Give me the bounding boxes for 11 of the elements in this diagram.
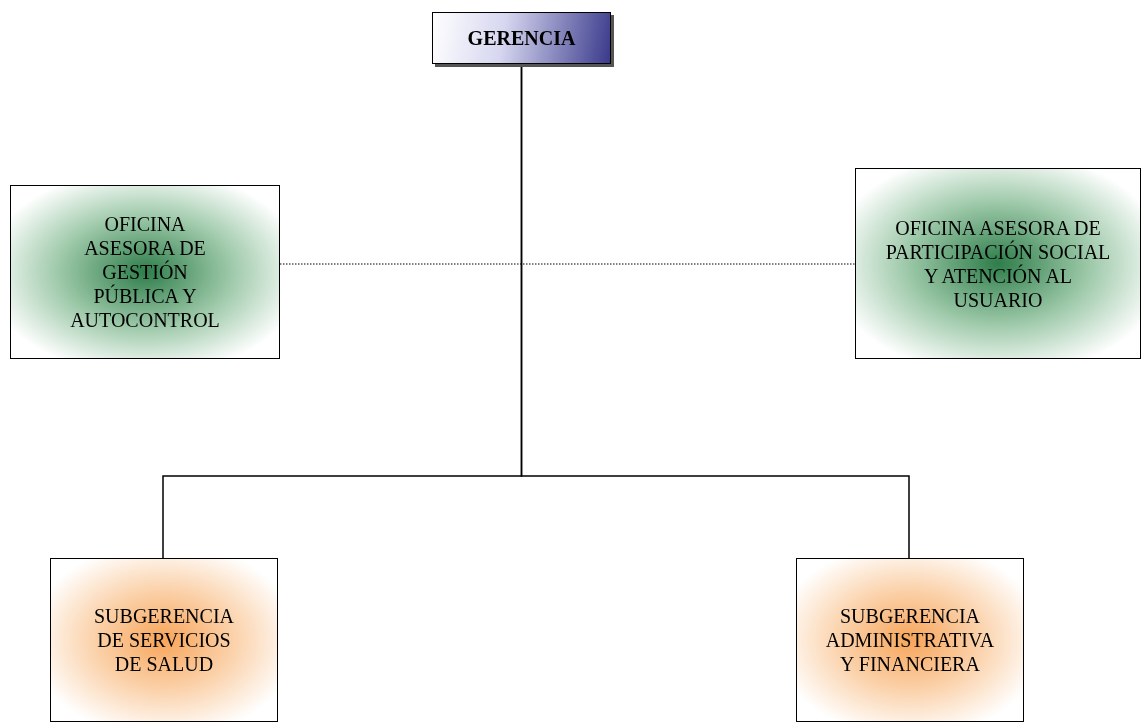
management-box bbox=[432, 12, 611, 64]
dotted-connector bbox=[279, 263, 856, 265]
advisory-office-box bbox=[10, 185, 280, 359]
unit-name: SUBGERENCIA DE SERVICIOS DE SALUD bbox=[93, 604, 235, 676]
unit-name: OFICINA ASESORA DE GESTIÓN PÚBLICA Y AUTOCONTROL bbox=[69, 212, 221, 332]
unit-name: GERENCIA bbox=[467, 26, 576, 50]
sub-management-box bbox=[796, 558, 1024, 722]
unit-name: OFICINA ASESORA DE PARTICIPACIÓN SOCIAL Y ATENCIÓN AL USUARIO bbox=[884, 215, 1112, 312]
sub-management-box bbox=[50, 558, 278, 722]
advisory-office-box bbox=[855, 168, 1141, 359]
unit-name: SUBGERENCIA ADMINISTRATIVA Y FINANCIERA bbox=[824, 604, 996, 676]
